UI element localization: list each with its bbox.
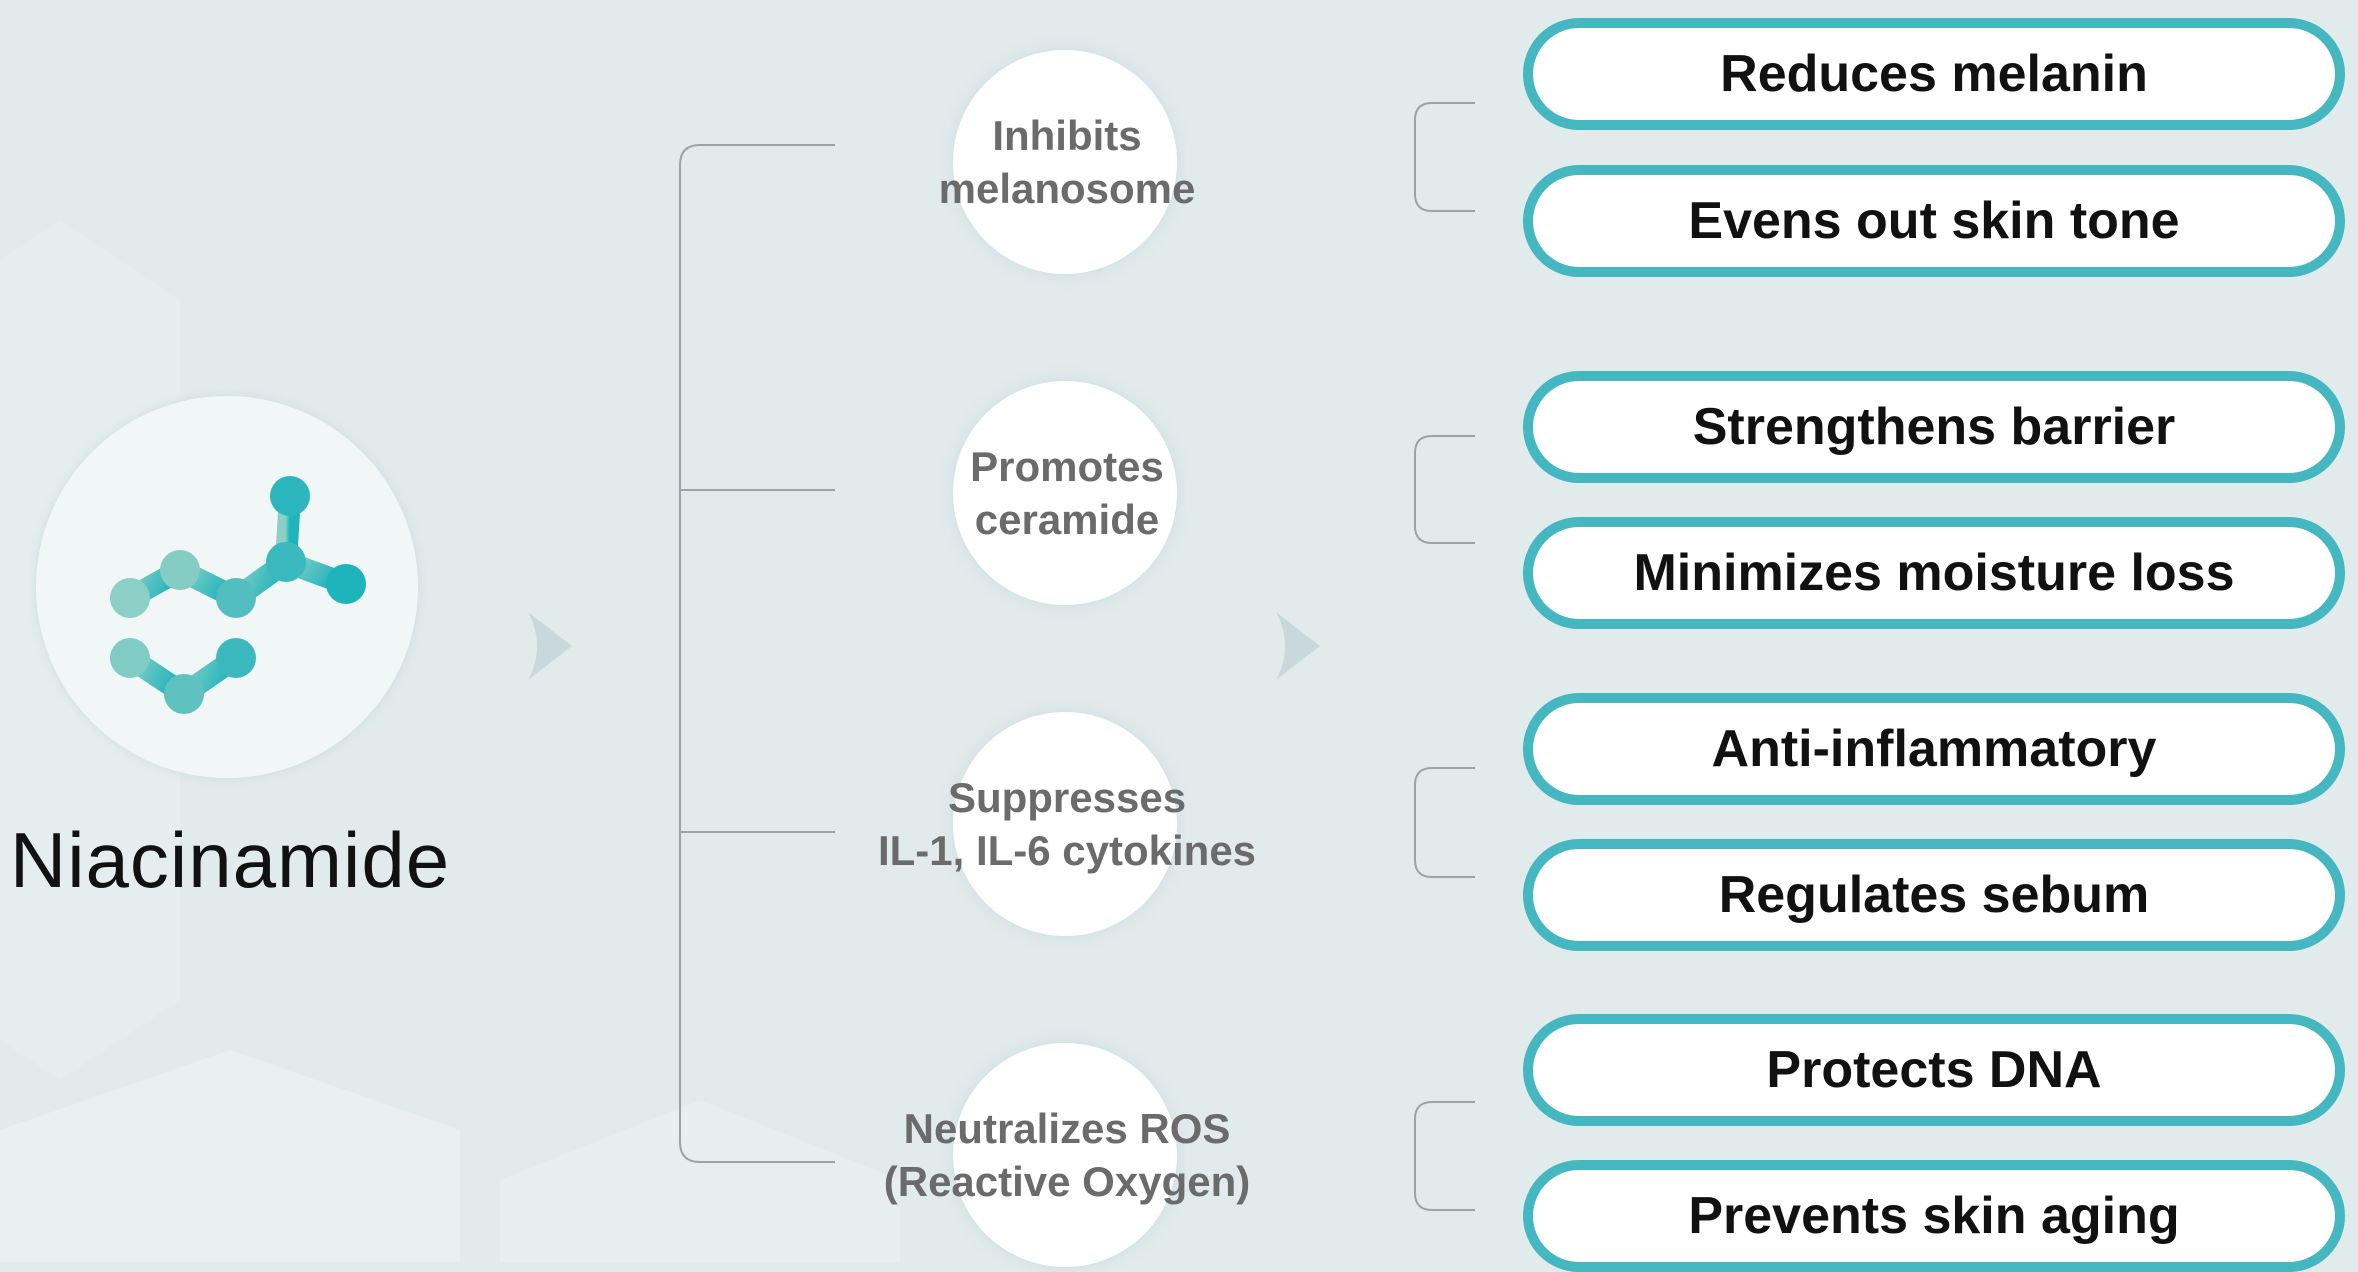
- mechanism-circle-1: [953, 50, 1177, 274]
- arrow-right-icon: [528, 612, 572, 680]
- mechanism-label-line: IL-1, IL-6 cytokines: [877, 827, 1257, 874]
- effect-pill-regulates-sebum: Regulates sebum: [1523, 839, 2345, 951]
- mechanism-label-line: Inhibits: [992, 112, 1142, 159]
- mechanism-label-line: melanosome: [938, 165, 1196, 212]
- molecule-icon: [110, 476, 366, 714]
- mechanism-label-3: Suppresses IL-1, IL-6 cytokines: [857, 771, 1277, 877]
- effect-pill-minimizes-moisture-loss: Minimizes moisture loss: [1523, 517, 2345, 629]
- mechanism-label-line: Promotes: [970, 443, 1164, 490]
- mechanism-label-line: Neutralizes ROS: [903, 1105, 1231, 1152]
- effect-pill-anti-inflammatory: Anti-inflammatory: [1523, 693, 2345, 805]
- source-circle: [36, 396, 418, 778]
- arrow-right-icon: [1276, 612, 1320, 680]
- mechanism-label-line: ceramide: [974, 496, 1160, 543]
- mechanism-circle-2: [953, 381, 1177, 605]
- effect-pill-prevents-skin-aging: Prevents skin aging: [1523, 1160, 2345, 1272]
- effect-pill-protects-dna: Protects DNA: [1523, 1014, 2345, 1126]
- mechanism-label-4: Neutralizes ROS (Reactive Oxygen): [857, 1102, 1277, 1208]
- mechanism-circle-3: [953, 712, 1177, 936]
- mechanism-label-line: (Reactive Oxygen): [883, 1158, 1251, 1205]
- effect-bracket-2: [1414, 435, 1475, 544]
- effect-bracket-3: [1414, 767, 1475, 878]
- effect-bracket-1: [1414, 102, 1475, 212]
- source-title: Niacinamide: [9, 816, 451, 904]
- effect-pill-reduces-melanin: Reduces melanin: [1523, 18, 2345, 130]
- effect-bracket-4: [1414, 1101, 1475, 1211]
- effect-pill-strengthens-barrier: Strengthens barrier: [1523, 371, 2345, 483]
- mechanism-label-line: Suppresses: [947, 774, 1187, 821]
- mechanism-label-1: Inhibits melanosome: [857, 109, 1277, 215]
- main-bracket: [679, 144, 835, 1163]
- effect-pill-evens-skin-tone: Evens out skin tone: [1523, 165, 2345, 277]
- mechanism-circle-4: [953, 1043, 1177, 1267]
- mechanism-label-2: Promotes ceramide: [857, 440, 1277, 546]
